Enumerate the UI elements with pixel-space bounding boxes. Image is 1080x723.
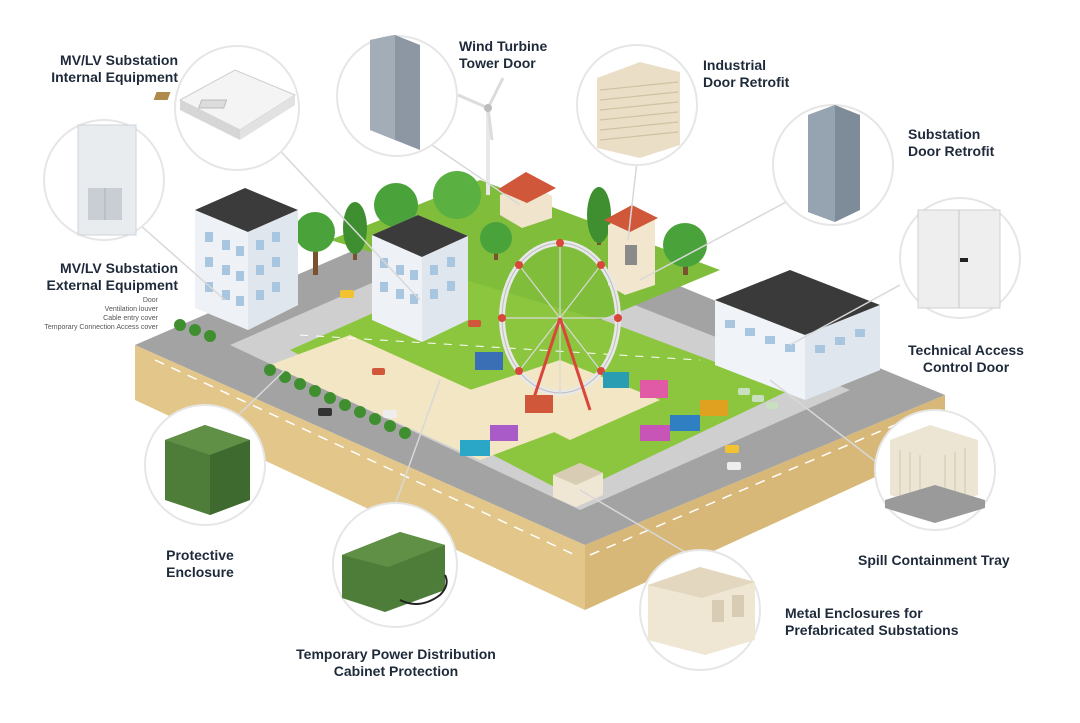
label-line: Industrial [703,57,767,73]
office-building-left [195,188,298,330]
label-mvlv-external-details: Door Ventilation louver Cable entry cove… [18,296,158,332]
label-line: Door Retrofit [703,74,790,90]
tree [343,202,367,260]
label-line: Control Door [922,359,1010,375]
detail-line: Temporary Connection Access cover [44,324,158,331]
circle-mvlv-external [43,119,165,241]
label-line: External Equipment [46,277,178,293]
circle-protective [144,404,266,526]
label-line: Metal Enclosures for [785,605,923,621]
circle-mvlv-internal [153,45,300,171]
road-line-1 [154,359,576,556]
label-substation-door: Substation Door Retrofit [908,126,994,160]
wind-turbine [457,77,505,195]
label-spill: Spill Containment Tray [858,552,1010,569]
label-mvlv-external: MV/LV Substation External Equipment [38,260,178,294]
label-line: Wind Turbine [459,38,548,54]
label-line: MV/LV Substation [60,260,178,276]
office-building-center [372,215,468,342]
label-line: Substation [908,126,981,142]
louver-door-icon [597,62,680,158]
tree [374,183,418,227]
detail-line: Cable entry cover [103,315,158,322]
cars [318,290,778,470]
detail-line: Door [142,297,158,304]
label-line: Door Retrofit [908,143,995,159]
tree [295,212,335,275]
transformer-icon [890,425,978,510]
label-protective: Protective Enclosure [150,547,250,581]
circle-substation-door [772,104,894,226]
label-tech-door: Technical Access Control Door [906,342,1026,376]
circle-industrial-door [576,44,698,166]
soil-left-side [135,345,585,610]
label-line: Enclosure [166,564,234,580]
road-line-2 [589,409,931,556]
label-line: Spill Containment Tray [858,552,1010,568]
label-mvlv-internal: MV/LV Substation Internal Equipment [38,52,178,86]
label-line: Tower Door [459,55,536,71]
market-stalls [460,352,728,456]
tree [587,187,611,245]
road-line-3 [299,334,701,361]
circle-spill [874,409,996,531]
label-wind-door: Wind Turbine Tower Door [459,38,547,72]
hedges [174,319,411,439]
ferris-wheel [498,239,622,411]
tree [663,223,707,275]
label-line: Cabinet Protection [333,663,459,679]
label-metal-enclosures: Metal Enclosures for Prefabricated Subst… [785,605,959,639]
house-back [497,172,556,228]
plaza-2 [470,360,660,440]
circle-wind-door [336,35,458,157]
circle-tech-door [899,197,1021,319]
detail-line: Ventilation louver [104,306,158,313]
door-handle-icon [960,258,968,262]
label-line: Internal Equipment [51,69,178,85]
label-line: Technical Access [908,342,1024,358]
tray-icon [885,485,985,523]
tree [433,171,481,219]
trees [295,171,707,275]
circle-metal-enclosures [639,549,761,671]
label-industrial-door: Industrial Door Retrofit [703,57,789,91]
label-line: Temporary Power Distribution [296,646,496,662]
plaza [270,335,560,460]
tree [480,222,512,260]
label-line: Protective [166,547,234,563]
label-line: MV/LV Substation [60,52,178,68]
label-temp-power: Temporary Power Distribution Cabinet Pro… [286,646,506,680]
label-line: Prefabricated Substations [785,622,959,638]
circle-temp-power [332,502,458,628]
